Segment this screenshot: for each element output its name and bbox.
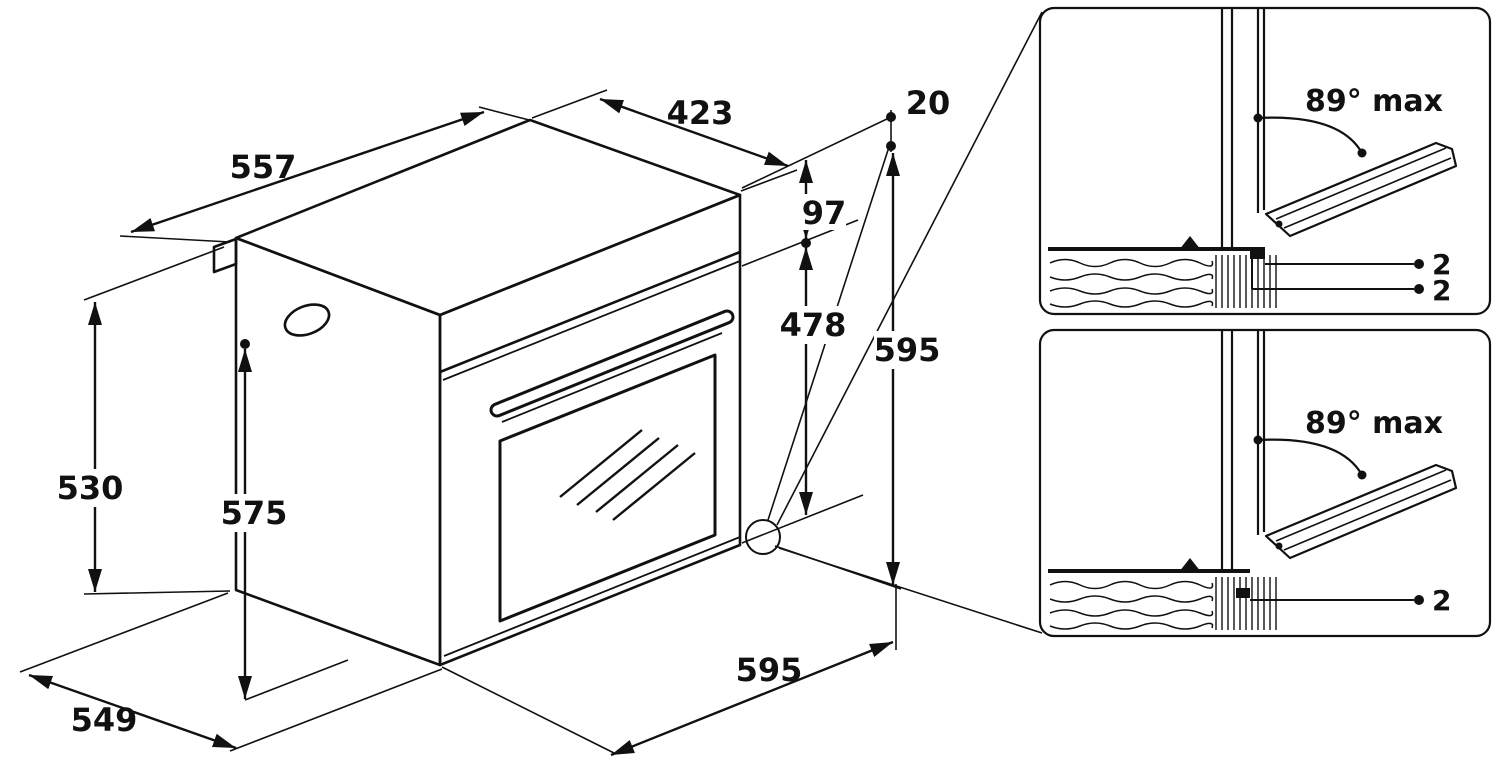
clearance-dot xyxy=(1414,259,1424,269)
clearance-leaders-top xyxy=(1251,249,1414,290)
door-window xyxy=(498,353,717,623)
dim-arrow-557 xyxy=(130,110,485,234)
door-handle xyxy=(489,309,735,423)
door-bottom-edge xyxy=(443,536,741,657)
vent-hole xyxy=(283,303,331,337)
dim-label-575: 575 xyxy=(221,494,288,532)
dim-arrow-549 xyxy=(28,673,237,750)
oven-drawing xyxy=(212,118,742,667)
dim-label-20: 20 xyxy=(906,84,951,122)
dim-label-423: 423 xyxy=(667,94,734,132)
label-mask xyxy=(796,194,846,230)
oven-rear-notch xyxy=(212,237,238,274)
oven-front-face xyxy=(438,193,742,667)
oven-lip-section xyxy=(1250,247,1265,259)
control-panel-lip xyxy=(442,260,741,381)
label-mask xyxy=(221,494,287,532)
reference-dots xyxy=(240,112,896,349)
detail-callout-circle xyxy=(745,519,781,555)
dim-label-478: 478 xyxy=(780,306,847,344)
label-mask xyxy=(779,306,847,344)
clearance-dot xyxy=(1414,595,1424,605)
clearance-dot xyxy=(1414,284,1424,294)
dimension-labels: 557 423 20 97 478 595 530 575 549 595 xyxy=(57,84,951,739)
dim-label-549: 549 xyxy=(71,701,138,739)
detail-panel-top: 89° max 2 2 xyxy=(1038,6,1492,316)
label-mask xyxy=(874,331,940,369)
detail-panel-bottom: 89° max 2 xyxy=(1038,328,1492,638)
angle-label-bottom: 89° max xyxy=(1305,406,1443,441)
oven-top-face xyxy=(234,118,742,317)
detail-leader-lines xyxy=(776,11,1043,634)
dim-label-557: 557 xyxy=(230,148,297,186)
dim-label-595-bottom: 595 xyxy=(736,651,803,689)
oven-lip-section xyxy=(1236,588,1250,598)
control-panel-edge xyxy=(439,250,741,374)
dim-arrow-423 xyxy=(599,97,789,168)
dim-arrow-595-bottom xyxy=(610,640,894,757)
label-mask xyxy=(57,469,123,507)
clearance-label-upper: 2 xyxy=(1432,248,1451,281)
clearance-label-lower: 2 xyxy=(1432,274,1451,307)
oven-left-face xyxy=(234,236,442,667)
dim-label-97: 97 xyxy=(802,194,847,232)
clearance-label-bottom: 2 xyxy=(1432,584,1451,617)
dim-label-530: 530 xyxy=(57,469,124,507)
dim-label-595-right: 595 xyxy=(874,331,941,369)
glass-reflection-lines xyxy=(559,429,696,521)
angle-label-top: 89° max xyxy=(1305,84,1443,119)
